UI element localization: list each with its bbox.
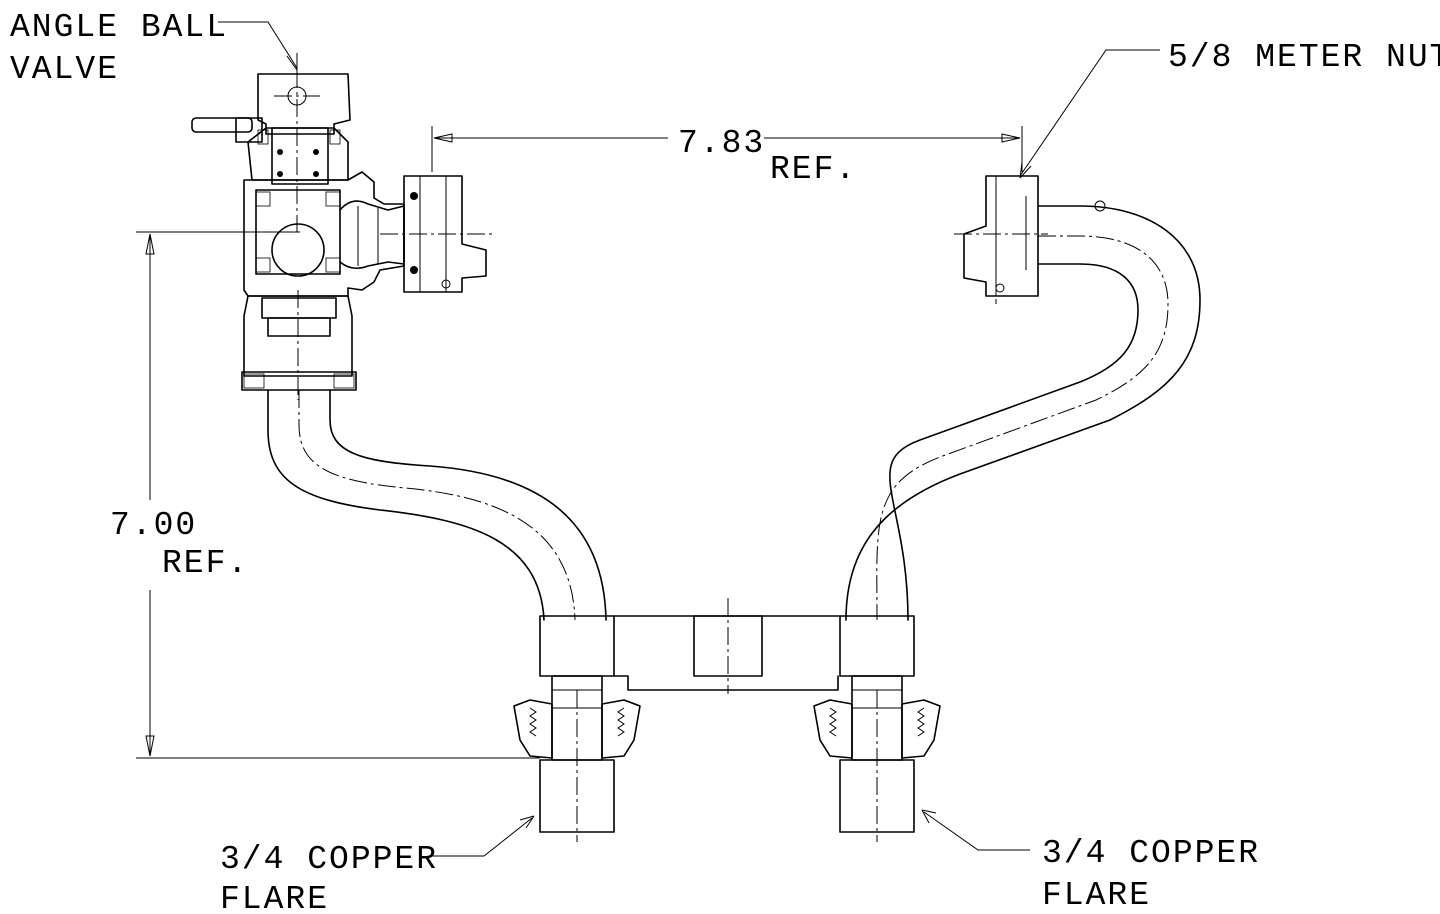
copper-flare-right-label-line1: 3/4 COPPER [1042, 835, 1260, 872]
horizontal-dimension-ref: REF. [770, 151, 857, 188]
leader-copper-left [432, 815, 535, 857]
copper-flare-left-label-line1: 3/4 COPPER [220, 841, 438, 878]
leader-meter-nut [1019, 49, 1160, 179]
vertical-dimension-ref: REF. [162, 545, 249, 582]
left-riser-pipe [267, 389, 607, 621]
angle-ball-valve-label-line2: VALVE [10, 51, 119, 88]
vertical-dimension [136, 231, 540, 759]
left-copper-flare-fitting [513, 675, 641, 842]
copper-flare-right-label-line2: FLARE [1042, 877, 1151, 914]
right-copper-flare-fitting [813, 675, 941, 842]
leader-angle-ball-valve [218, 21, 298, 71]
meter-nut-right [954, 175, 1048, 304]
copper-flare-left-label-line2: FLARE [220, 881, 329, 914]
meter-nut-label: 5/8 METER NUT [1168, 39, 1440, 76]
angle-ball-valve-label-line1: ANGLE BALL [10, 9, 228, 46]
meter-nut-left [380, 175, 496, 293]
vertical-dimension-value: 7.00 [110, 507, 197, 544]
horizontal-dimension [431, 126, 1023, 172]
horizontal-dimension-value: 7.83 [678, 125, 765, 162]
leader-copper-right [921, 809, 1030, 851]
right-riser-pipe [845, 200, 1201, 621]
bottom-manifold [539, 598, 915, 694]
angle-ball-valve [191, 70, 405, 400]
